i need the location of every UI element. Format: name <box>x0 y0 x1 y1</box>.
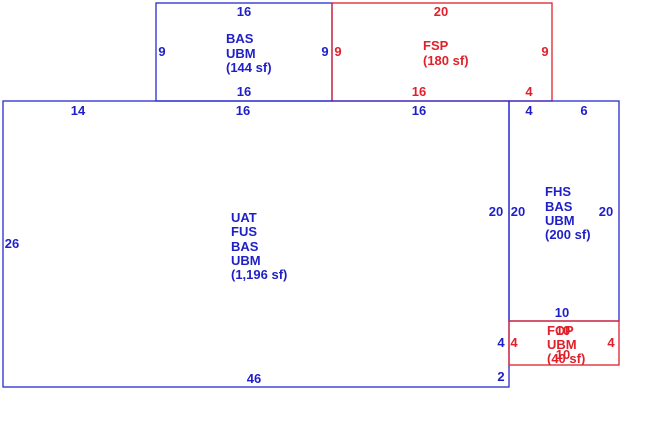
fhs-dim-top-a: 4 <box>525 103 533 118</box>
fsp-dim-right: 9 <box>541 44 548 59</box>
bas-upper-dim-bottom: 16 <box>237 84 251 99</box>
fop-dim-left: 4 <box>510 335 518 350</box>
fsp-dim-bottom-left: 16 <box>412 84 426 99</box>
main-dim-left: 26 <box>5 236 19 251</box>
bas-upper-label-1: BAS <box>226 31 254 46</box>
fsp-dim-left: 9 <box>334 44 341 59</box>
main-dim-top-c: 16 <box>412 103 426 118</box>
fhs-dim-right: 20 <box>599 204 613 219</box>
main-dim-top-b: 16 <box>236 103 250 118</box>
fop-area-outline <box>508 320 620 366</box>
fop-dim-bottom-overlap: 10 <box>556 347 570 362</box>
fop-label-2: UBM <box>547 337 577 352</box>
fhs-label-2: BAS <box>545 199 573 214</box>
fsp-label-1: FSP <box>423 38 449 53</box>
main-label-1: UAT <box>231 210 257 225</box>
fop-label-3: (40 sf) <box>547 351 585 366</box>
fop-dim-top-overlap: 10 <box>556 323 570 338</box>
main-label-2: FUS <box>231 224 257 239</box>
fhs-dim-top-b: 6 <box>580 103 587 118</box>
main-dim-right-lower: 4 <box>497 335 505 350</box>
fhs-dim-left: 20 <box>511 204 525 219</box>
main-label-5: (1,196 sf) <box>231 267 287 282</box>
main-label-4: UBM <box>231 253 261 268</box>
bas-upper-dim-right: 9 <box>321 44 328 59</box>
main-dim-top-a: 14 <box>71 103 86 118</box>
main-dim-bottom-right: 2 <box>497 369 504 384</box>
main-label-3: BAS <box>231 239 259 254</box>
fop-dim-right: 4 <box>607 335 615 350</box>
fop-label-1: FOP <box>547 323 574 338</box>
fhs-dim-bottom: 10 <box>555 305 569 320</box>
bas-upper-dim-top: 16 <box>237 4 251 19</box>
bas-upper-dim-left: 9 <box>158 44 165 59</box>
fhs-label-4: (200 sf) <box>545 227 591 242</box>
fhs-label-1: FHS <box>545 184 571 199</box>
fhs-label-3: UBM <box>545 213 575 228</box>
fsp-dim-top: 20 <box>434 4 448 19</box>
bas-upper-label-3: (144 sf) <box>226 60 272 75</box>
fsp-dim-bottom-right: 4 <box>525 84 533 99</box>
fsp-label-2: (180 sf) <box>423 53 469 68</box>
main-dim-right-upper: 20 <box>489 204 503 219</box>
main-dim-bottom: 46 <box>247 371 261 386</box>
bas-upper-label-2: UBM <box>226 46 256 61</box>
